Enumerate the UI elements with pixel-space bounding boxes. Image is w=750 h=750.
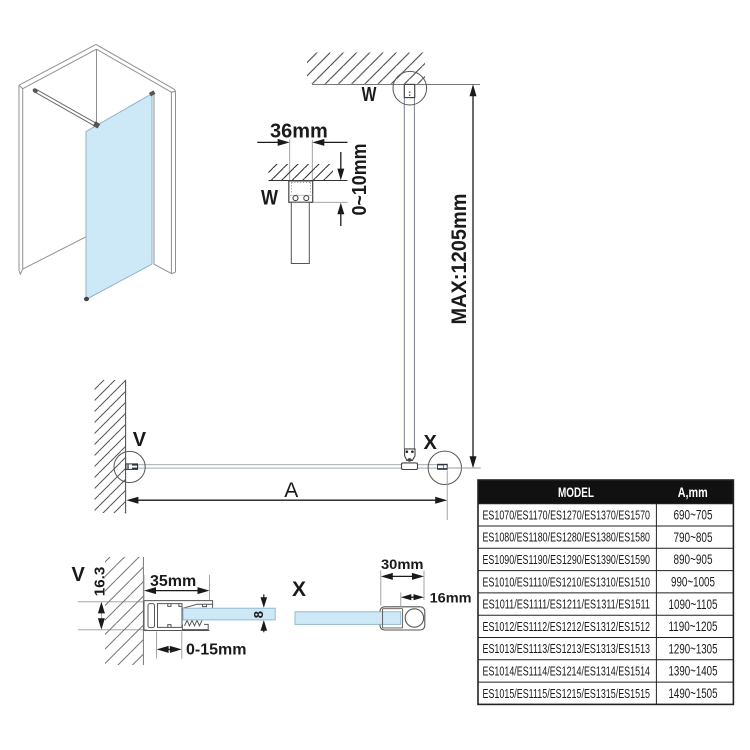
- svg-text:35mm: 35mm: [150, 573, 196, 590]
- svg-text:A: A: [284, 479, 298, 502]
- svg-text:1090~1105: 1090~1105: [669, 596, 718, 612]
- svg-text:ES1015/ES1115/ES1215/ES1315/ES: ES1015/ES1115/ES1215/ES1315/ES1515: [483, 686, 651, 701]
- svg-text:1390~1405: 1390~1405: [669, 663, 718, 679]
- svg-text:V: V: [133, 429, 147, 451]
- svg-text:8: 8: [251, 611, 266, 618]
- svg-text:ES1070/ES1170/ES1270/ES1370/ES: ES1070/ES1170/ES1270/ES1370/ES1570: [483, 507, 651, 522]
- svg-text:1290~1305: 1290~1305: [669, 640, 718, 656]
- svg-text:16.3: 16.3: [92, 567, 109, 597]
- svg-text:ES1011/ES1111/ES1211/ES1311/ES: ES1011/ES1111/ES1211/ES1311/ES1511: [483, 597, 651, 612]
- svg-text:ES1012/ES1112/ES1212/ES1312/ES: ES1012/ES1112/ES1212/ES1312/ES1512: [483, 619, 651, 634]
- svg-text:W: W: [261, 186, 278, 209]
- svg-text:790~805: 790~805: [674, 529, 713, 545]
- svg-text:0-15mm: 0-15mm: [186, 642, 246, 659]
- svg-text:1190~1205: 1190~1205: [669, 618, 718, 634]
- svg-text:MAX:1205mm: MAX:1205mm: [448, 194, 471, 325]
- svg-text:ES1010/ES1110/ES1210/ES1310/ES: ES1010/ES1110/ES1210/ES1310/ES1510: [483, 574, 651, 589]
- svg-text:ES1080/ES1180/ES1280/ES1380/ES: ES1080/ES1180/ES1280/ES1380/ES1580: [483, 530, 651, 545]
- svg-text:30mm: 30mm: [381, 556, 424, 572]
- svg-text:1490~1505: 1490~1505: [669, 685, 718, 701]
- svg-text:X: X: [424, 432, 438, 454]
- svg-text:36mm: 36mm: [270, 120, 328, 142]
- svg-text:ES1013/ES1113/ES1213/ES1313/ES: ES1013/ES1113/ES1213/ES1313/ES1513: [483, 641, 651, 656]
- svg-text:ES1090/ES1190/ES1290/ES1390/ES: ES1090/ES1190/ES1290/ES1390/ES1590: [483, 552, 651, 567]
- svg-text:890~905: 890~905: [674, 551, 713, 567]
- svg-text:ES1014/ES1114/ES1214/ES1314/ES: ES1014/ES1114/ES1214/ES1314/ES1514: [483, 664, 651, 679]
- svg-text:0~10mm: 0~10mm: [349, 144, 371, 216]
- svg-text:X: X: [292, 578, 306, 601]
- svg-text:MODEL: MODEL: [558, 484, 594, 500]
- svg-text:V: V: [72, 564, 86, 586]
- svg-text:990~1005: 990~1005: [671, 574, 715, 590]
- svg-text:16mm: 16mm: [430, 590, 472, 606]
- svg-text:W: W: [362, 84, 377, 106]
- svg-text:A,mm: A,mm: [678, 484, 708, 500]
- svg-text:690~705: 690~705: [674, 507, 713, 523]
